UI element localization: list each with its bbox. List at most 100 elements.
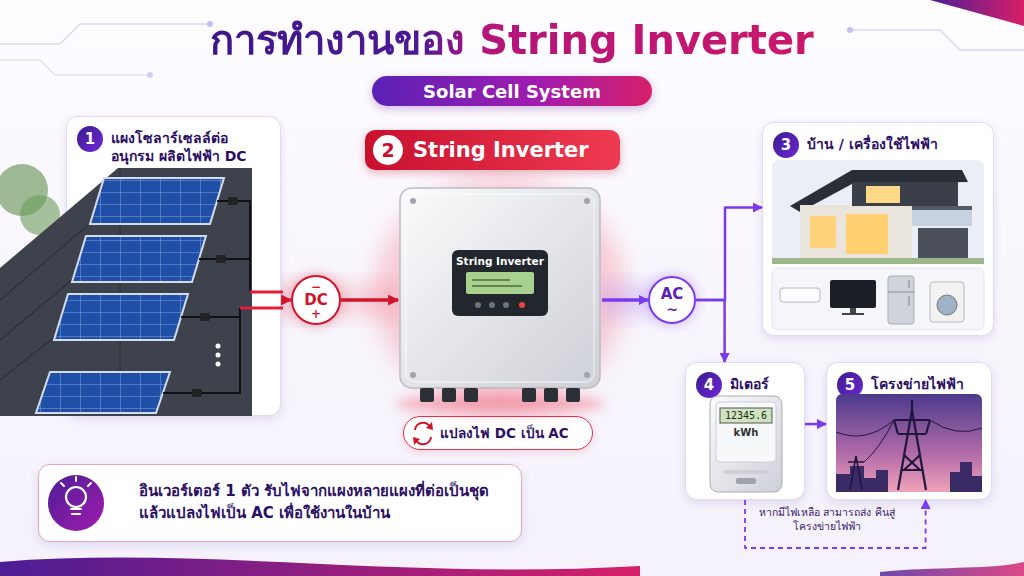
polarity-sign: +	[311, 309, 321, 319]
refresh-arrowhead	[413, 437, 420, 445]
cable-gland	[566, 388, 580, 402]
ellipsis-dot	[216, 353, 221, 358]
screw	[410, 198, 416, 204]
lawn	[772, 258, 984, 264]
idea-icon-bg	[48, 475, 104, 531]
wire-connector	[228, 197, 238, 205]
grid-scene	[836, 394, 982, 492]
callout-number: 4	[696, 372, 722, 398]
screen-label: String Inverter	[452, 254, 548, 268]
power-pylon	[894, 400, 930, 490]
cable-gland	[442, 388, 456, 402]
house-upper	[852, 182, 958, 206]
function-pill: แปลงไฟ DC เป็น AC	[403, 416, 593, 450]
card-heading: โครงข่ายไฟฟ้า	[871, 372, 964, 393]
function-text: แปลงไฟ DC เป็น AC	[440, 422, 569, 444]
refrigerator	[888, 276, 914, 324]
block-heading: String Inverter	[413, 138, 589, 162]
flow-arrow	[696, 300, 725, 362]
solar-panel	[36, 372, 170, 413]
lightbulb-icon	[66, 487, 86, 507]
house-window	[866, 186, 900, 203]
flow-arrow	[602, 298, 648, 302]
tv-stand	[842, 313, 864, 315]
ac-circle: AC~	[648, 276, 696, 324]
wire-connector	[216, 255, 226, 263]
current-label: AC	[661, 286, 684, 303]
flow-arrow	[281, 298, 291, 301]
edge-label: หากมีไฟเหลือ สามารถส่ง คืนสู่โครงข่ายไฟฟ…	[752, 505, 902, 533]
roof	[0, 168, 252, 416]
solar-panel	[54, 294, 188, 340]
garage-door	[918, 228, 968, 260]
inverter-bevel	[406, 194, 594, 382]
dc-circle: −DC+	[291, 275, 341, 325]
inverter-glow	[375, 177, 625, 407]
cable-gland	[522, 388, 536, 402]
cable-gland	[544, 388, 558, 402]
screw	[584, 198, 590, 204]
card-heading: มิเตอร์	[730, 372, 769, 393]
wave-symbol: ~	[666, 303, 678, 315]
house-sky	[772, 160, 984, 264]
flow-arrow	[696, 208, 762, 300]
cable-gland	[464, 388, 478, 402]
flow-arrow	[805, 423, 826, 426]
flow-arrow	[341, 298, 398, 302]
air-conditioner	[780, 288, 820, 302]
polarity-sign: −	[311, 282, 321, 292]
current-label: DC	[304, 292, 327, 309]
bottom-wave	[0, 558, 640, 576]
meter-detail	[724, 470, 768, 474]
inverter-body	[400, 188, 600, 388]
ellipsis-dot	[216, 362, 221, 367]
screw	[410, 372, 416, 378]
callout-number: 3	[773, 132, 799, 158]
cable-gland	[420, 388, 434, 402]
fridge-detail	[888, 280, 914, 306]
circuit-dot	[147, 72, 153, 78]
meter-reading: 12345.6	[720, 408, 772, 423]
panel-button	[489, 302, 495, 308]
refresh-arrowhead	[426, 422, 433, 430]
dc-wire	[240, 292, 283, 308]
card-heading: บ้าน / เครื่องใช้ไฟฟ้า	[807, 132, 938, 153]
diagram-title: การทำงานของ String Inverter	[0, 14, 1024, 66]
status-led	[519, 302, 525, 308]
card-heading: แผงโซลาร์เซลล์ต่ออนุกรม ผลิตไฟฟ้า DC	[111, 126, 270, 165]
bottom-wave	[880, 562, 1024, 576]
house-window	[846, 214, 888, 254]
subtitle-pill: Solar Cell System	[372, 76, 652, 106]
meter-body	[710, 396, 782, 492]
wire-connector	[192, 389, 202, 397]
washing-machine	[930, 282, 964, 322]
note-text: อินเวอร์เตอร์ 1 ตัว รับไฟจากแผงหลายแผงที…	[139, 481, 505, 525]
callout-number: 1	[77, 126, 103, 152]
meter-face	[716, 402, 776, 462]
inverter-lcd	[466, 272, 534, 294]
inverter-panel	[452, 250, 548, 316]
solar-panel	[72, 236, 206, 282]
wire-connector	[200, 313, 210, 321]
house-wall	[800, 205, 912, 260]
lightbulb-icon	[61, 477, 91, 514]
solar-panel	[90, 178, 224, 224]
tv-stand	[850, 308, 856, 313]
screw	[584, 372, 590, 378]
meter-detail	[736, 478, 756, 484]
subtitle-text: Solar Cell System	[423, 81, 601, 102]
house-window	[810, 216, 836, 248]
power-pylon	[848, 456, 864, 490]
header-tab: 2String Inverter	[365, 130, 620, 170]
balcony-rail	[912, 206, 972, 210]
balcony-glass	[912, 210, 972, 226]
power-line	[836, 420, 982, 462]
panel-wire	[163, 201, 250, 393]
meter-display	[720, 408, 772, 423]
television	[830, 280, 876, 308]
appliance-strip	[772, 268, 984, 330]
